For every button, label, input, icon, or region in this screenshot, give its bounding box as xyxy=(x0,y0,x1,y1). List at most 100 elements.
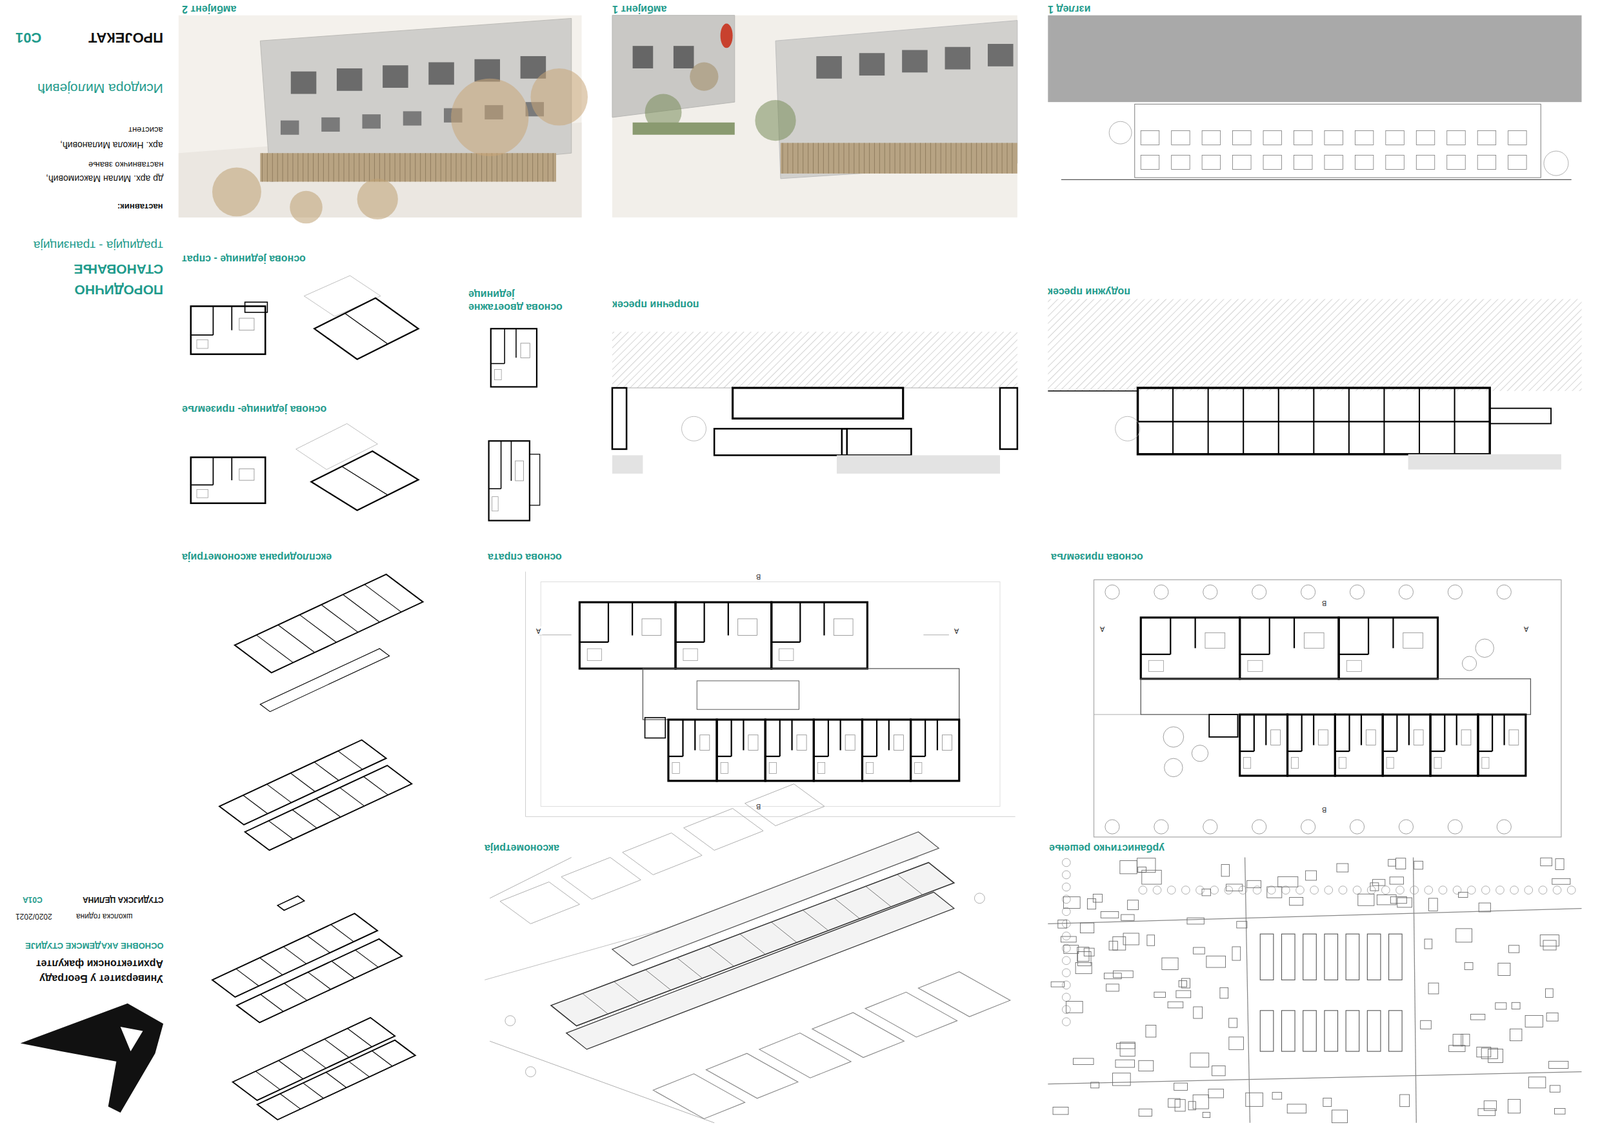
axon-wall xyxy=(345,313,388,344)
tree-symbol xyxy=(1461,656,1477,671)
board-info-text: традиција - транзиција xyxy=(33,238,164,253)
tree-symbol xyxy=(1061,919,1071,928)
tree-symbol xyxy=(1061,882,1071,891)
site-house xyxy=(1212,1065,1226,1076)
elevation-window xyxy=(1171,130,1190,145)
axon-lot xyxy=(812,1012,904,1058)
elevation-outline xyxy=(1134,103,1541,178)
board-info-text: ОСНОВНЕ АКАДЕМСКЕ СТУДИЈЕ xyxy=(25,940,164,950)
site-house xyxy=(1323,1097,1332,1106)
unit-wall xyxy=(1430,750,1445,752)
furniture xyxy=(893,734,904,751)
unit-wall xyxy=(1287,750,1302,752)
site-house xyxy=(1464,961,1473,970)
tree-symbol xyxy=(1210,885,1219,895)
elevation-window xyxy=(1201,130,1220,145)
fence-slat xyxy=(532,152,533,182)
unit-wall xyxy=(190,334,214,336)
site-house xyxy=(1232,946,1241,960)
axon-wall xyxy=(314,761,339,780)
fence-slat xyxy=(374,152,375,182)
site-house xyxy=(1396,858,1406,870)
board-info-text: др арх. Милан Максимовић, xyxy=(45,173,164,184)
elevation-window xyxy=(1447,130,1466,145)
ground-line xyxy=(1047,390,1138,392)
axon-wall xyxy=(341,466,388,495)
unit-wall xyxy=(1491,714,1493,751)
axon-wall xyxy=(283,946,306,964)
tree-symbol xyxy=(1061,1017,1071,1026)
unit-wall xyxy=(510,440,513,481)
site-house xyxy=(1289,896,1304,905)
tree-symbol xyxy=(1475,638,1494,657)
unit-wall xyxy=(1169,617,1171,655)
site-house xyxy=(1498,962,1511,975)
furniture xyxy=(1413,729,1424,746)
site-building xyxy=(1281,933,1296,980)
fence-slat xyxy=(991,142,993,173)
tree-symbol xyxy=(1203,584,1218,599)
render-window xyxy=(945,47,971,70)
unit-outline xyxy=(716,719,766,781)
axon-lot xyxy=(500,881,580,924)
unit-outline xyxy=(813,719,862,781)
unit-outline xyxy=(675,601,772,669)
site-house xyxy=(1476,1046,1491,1057)
fence-slat xyxy=(986,142,988,173)
site-house xyxy=(1138,1108,1152,1116)
tree-symbol xyxy=(1496,819,1511,834)
site-house xyxy=(1066,1000,1084,1013)
tree-symbol xyxy=(1267,885,1276,895)
fence-slat xyxy=(920,142,921,173)
unit-wall xyxy=(771,641,801,643)
fence-slat xyxy=(787,142,789,173)
panel-title: основа двоетажне јединице xyxy=(468,287,588,314)
axon-wall xyxy=(834,897,860,919)
fence-slat xyxy=(884,142,886,173)
tree-symbol xyxy=(1410,885,1419,895)
site-house xyxy=(1137,858,1156,873)
tree-symbol xyxy=(1109,121,1132,144)
tree-symbol xyxy=(1552,885,1562,895)
axon-wall xyxy=(770,921,797,942)
tree-symbol xyxy=(1191,745,1208,762)
site-house xyxy=(1193,947,1206,954)
board-info-text: асистент xyxy=(128,124,164,135)
site-house xyxy=(1545,988,1553,997)
site-building xyxy=(1281,1010,1296,1051)
board-info-text: С01 xyxy=(15,29,42,46)
unit-outline xyxy=(1334,714,1383,776)
unit-wall xyxy=(1312,714,1315,745)
panel-title: амбијент 2 xyxy=(181,3,237,15)
fence-slat xyxy=(363,152,365,182)
furniture xyxy=(1149,660,1164,671)
unit-wall xyxy=(1140,653,1171,655)
site-house xyxy=(1192,1094,1209,1109)
site-house xyxy=(1206,955,1226,968)
tree-symbol xyxy=(1224,885,1233,895)
section-wall xyxy=(1207,387,1210,455)
axon-wall xyxy=(865,885,891,907)
section-cut xyxy=(841,428,912,455)
axon-wall xyxy=(292,809,317,828)
unit-wall xyxy=(631,601,633,635)
furniture xyxy=(720,761,728,773)
render-window xyxy=(403,110,422,126)
furniture xyxy=(1403,632,1424,649)
unit-outline xyxy=(1478,714,1526,776)
unit-wall xyxy=(1392,617,1394,648)
site-house xyxy=(1138,866,1147,872)
axon-wall xyxy=(802,909,829,931)
unit-outline xyxy=(190,457,266,504)
tree-symbol xyxy=(1154,819,1169,834)
unit-outline xyxy=(861,719,911,781)
site-house xyxy=(1549,1085,1560,1092)
unit-wall xyxy=(1253,714,1255,751)
unit-wall xyxy=(1503,714,1505,745)
site-house xyxy=(1546,1012,1559,1021)
fence-slat xyxy=(848,142,850,173)
fence-slat xyxy=(899,142,900,173)
furniture xyxy=(587,648,602,661)
board-info-text: наставничко звање xyxy=(88,159,164,170)
axon-building xyxy=(550,861,955,1026)
